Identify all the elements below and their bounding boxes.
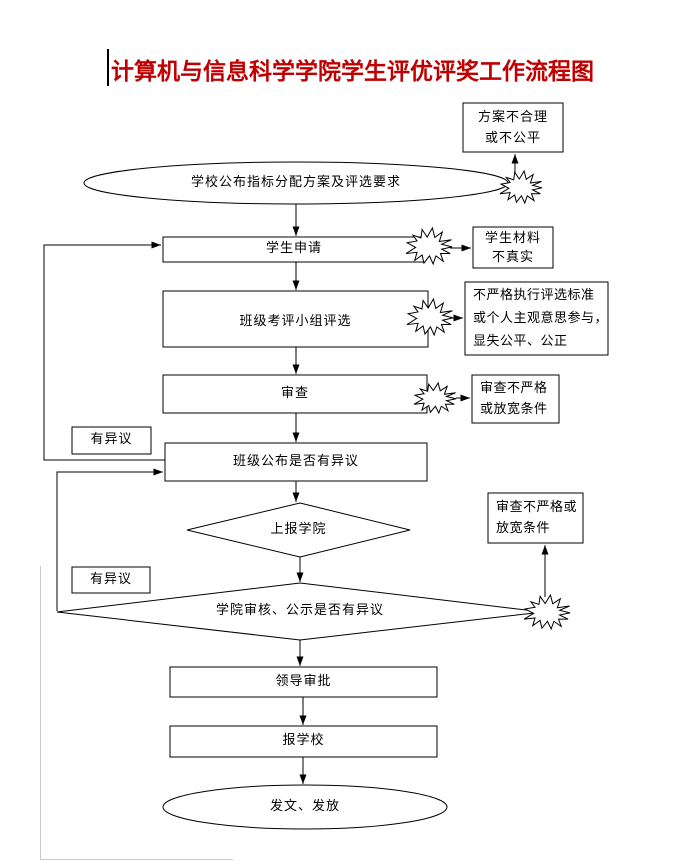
start-ellipse-label: 学校公布指标分配方案及评选要求 [190,174,401,190]
not-strict-line-3: 显失公平、公正 [473,334,568,349]
review-lax-1-label: 审查不严格 或放宽条件 [472,375,559,423]
page-title: 计算机与信息科学学院学生评优评奖工作流程图 [111,59,594,85]
end-ellipse-label: 发文、发放 [269,798,340,814]
material-untrue-line-2: 不真实 [491,249,534,265]
plan-unfair-line-2: 或不公平 [484,130,541,146]
review-lax-2-line-2: 放宽条件 [496,521,551,536]
objection-label-2: 有异议 [89,571,132,587]
report-school-box [169,725,438,758]
objection-label-1: 有异议 [90,432,133,448]
objection-label-box-2 [71,566,151,594]
review-lax-box-1 [471,374,560,424]
not-strict-box [464,281,609,356]
feedback-line-objection-2 [56,468,163,611]
material-untrue-line-1: 学生材料 [484,230,541,246]
plan-unfair-line-1: 方案不合理 [477,109,548,125]
student-apply-box [162,236,426,263]
not-strict-line-2: 或个人主观意思参与， [473,311,609,326]
material-untrue-label: 学生材料 不真实 [473,227,553,268]
review-lax-2-label: 审查不严格或 放宽条件 [488,493,583,543]
review-label: 审查 [280,385,309,401]
plan-unfair-box [462,102,564,153]
end-ellipse [162,784,448,830]
plan-unfair-label: 方案不合理 或不公平 [463,103,563,152]
review-lax-1-line-1: 审查不严格 [480,381,548,396]
class-publish-label: 班级公布是否有异议 [232,453,359,469]
report-school-label: 报学校 [282,733,325,749]
class-review-label: 班级考评小组评选 [239,313,352,329]
review-box [162,374,428,414]
report-college-label: 上报学院 [270,521,327,537]
class-publish-box [164,442,428,482]
leader-approve-label: 领导审批 [275,673,332,689]
objection-label-box-1 [71,426,152,455]
review-lax-2-line-1: 审查不严格或 [496,500,578,515]
review-lax-1-line-2: 或放宽条件 [480,402,548,417]
material-untrue-box [472,226,554,269]
not-strict-label: 不严格执行评选标准 或个人主观意思参与， 显失公平、公正 [465,282,608,355]
text-cursor-bar [107,49,109,86]
not-strict-line-1: 不严格执行评选标准 [473,288,595,303]
feedback-line-objection-1 [43,241,165,461]
student-apply-label: 学生申请 [265,241,322,257]
review-lax-box-2 [487,492,584,544]
college-review-label: 学院审核、公示是否有异议 [215,603,384,619]
